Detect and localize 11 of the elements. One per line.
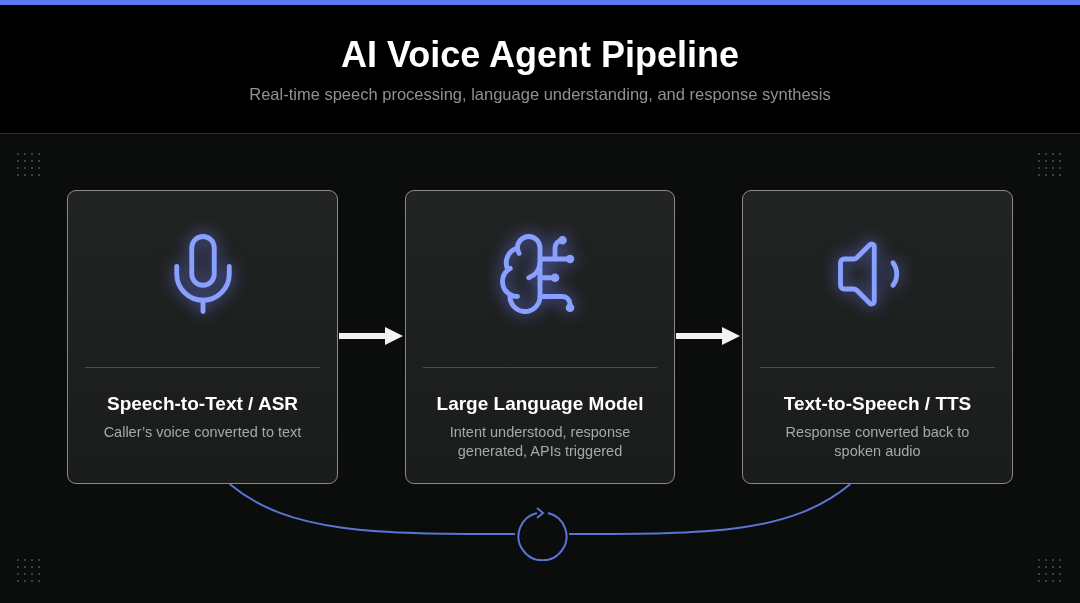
card-description: Response converted back to spoken audio <box>784 423 971 461</box>
stage-card <box>67 190 338 484</box>
title: AI Voice Agent Pipeline <box>339 34 741 76</box>
subtitle: Real-time speech processing, language understanding, and response synthesis <box>248 85 832 104</box>
stage-card <box>742 190 1013 484</box>
card-title: Text-to-Speech / TTS <box>782 393 973 415</box>
card-description: Caller’s voice converted to text <box>102 423 303 442</box>
card-title: Speech-to-Text / ASR <box>105 393 300 415</box>
card-description: Intent understood, response generated, APIs triggered <box>448 423 632 461</box>
stage-card <box>405 190 675 484</box>
card-title: Large Language Model <box>435 393 645 415</box>
